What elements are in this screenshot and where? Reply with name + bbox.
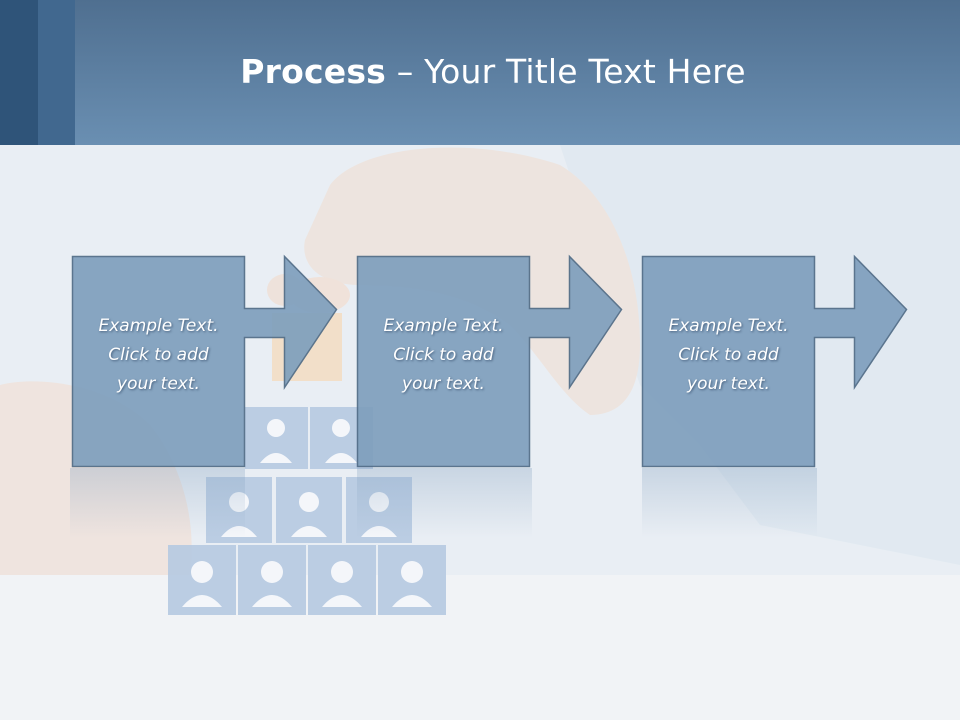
step-2-line-3: your text. [402,374,485,394]
arrow-box-shape [356,254,623,468]
step-2-text[interactable]: Example Text. Click to add your text. [357,312,530,399]
step-3-reflection [642,468,817,538]
header-accent-light [38,0,75,145]
header-band [0,0,960,145]
step-3-text[interactable]: Example Text. Click to add your text. [642,312,815,399]
step-1-line-1: Example Text. [98,316,219,336]
step-1-reflection [70,468,245,538]
process-step-1[interactable]: Example Text. Click to add your text. [71,254,338,468]
step-3-line-3: your text. [687,374,770,394]
step-1-text[interactable]: Example Text. Click to add your text. [72,312,245,399]
process-step-2[interactable]: Example Text. Click to add your text. [356,254,623,468]
step-3-line-2: Click to add [678,345,779,365]
header-accent-dark [0,0,38,145]
slide-title[interactable]: Process – Your Title Text Here [0,52,960,91]
process-step-3[interactable]: Example Text. Click to add your text. [641,254,908,468]
arrow-box-shape [71,254,338,468]
step-1-line-2: Click to add [108,345,209,365]
step-3-line-1: Example Text. [668,316,789,336]
title-bold: Process [240,52,387,91]
step-2-line-2: Click to add [393,345,494,365]
step-1-line-3: your text. [117,374,200,394]
step-2-line-1: Example Text. [383,316,504,336]
arrow-box-shape [641,254,908,468]
title-rest: – Your Title Text Here [386,52,746,91]
step-2-reflection [357,468,532,538]
